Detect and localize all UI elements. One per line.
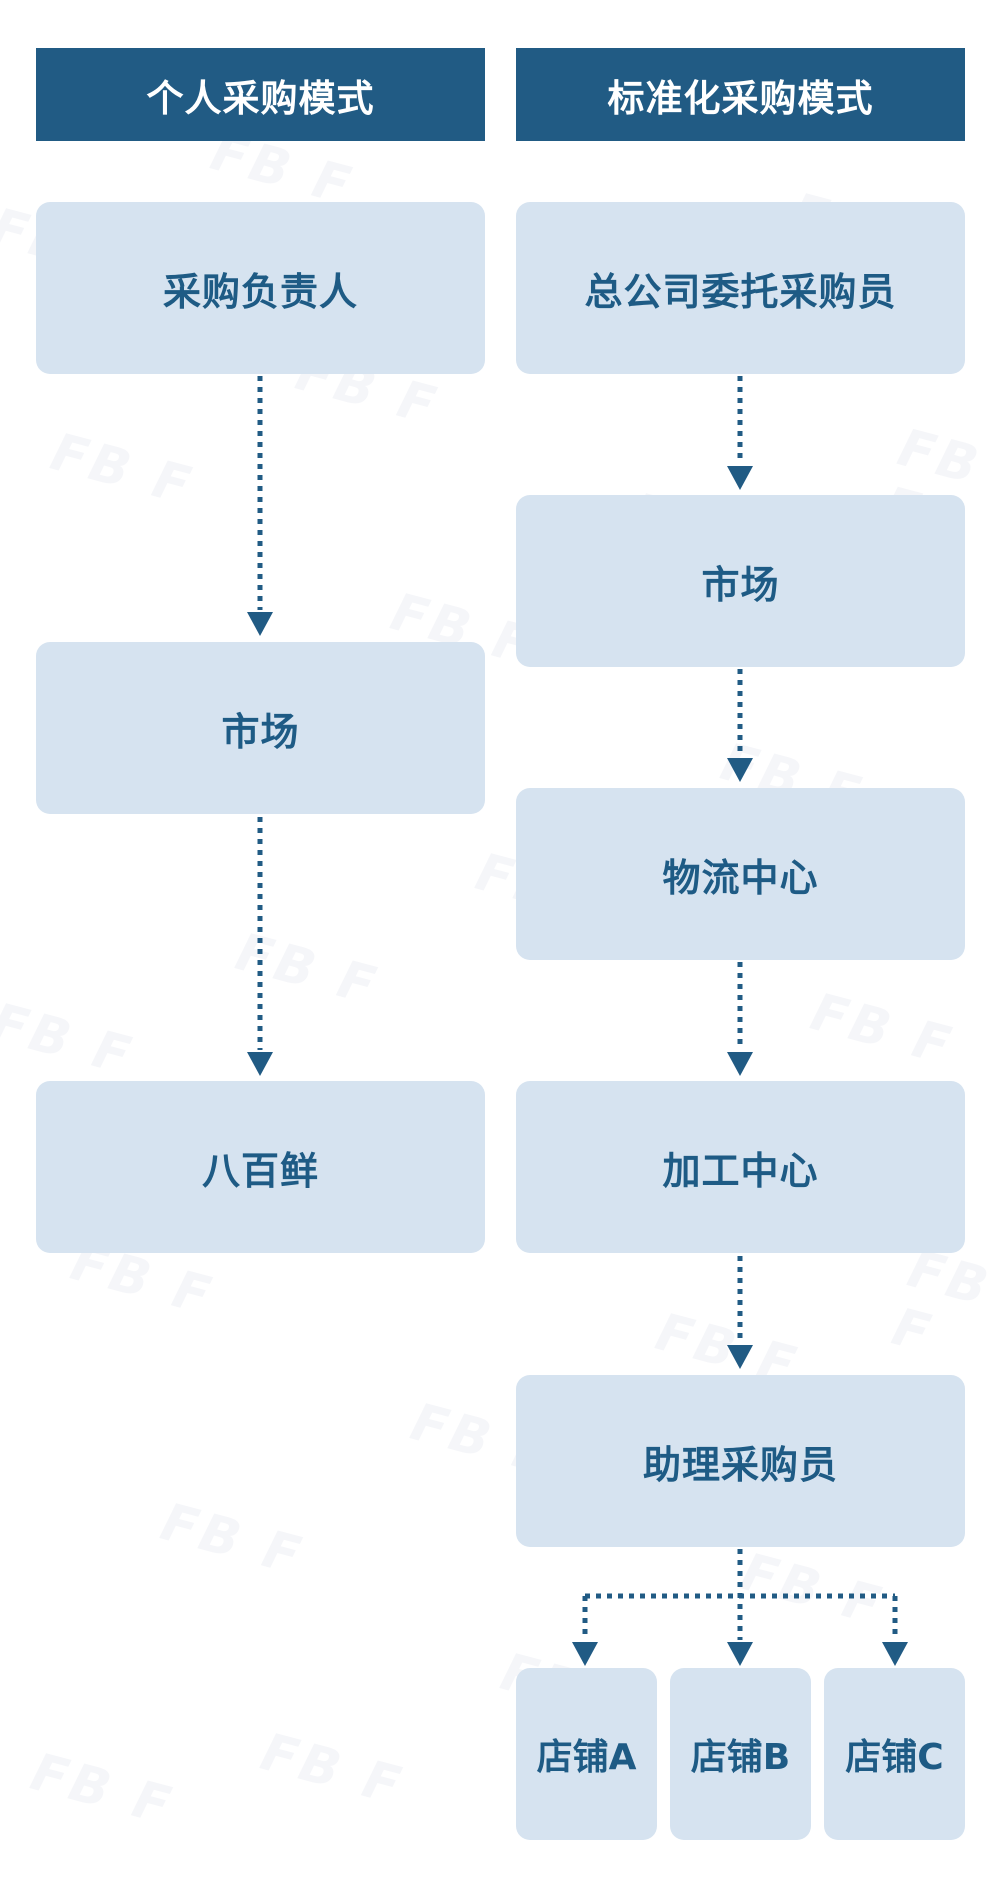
node-processing-center: 加工中心: [516, 1081, 965, 1253]
node-store-b: 店铺B: [670, 1668, 811, 1840]
right-column-title: 标准化采购模式: [516, 48, 965, 141]
node-store-a: 店铺A: [516, 1668, 657, 1840]
node-babaixian: 八百鲜: [36, 1081, 485, 1253]
left-column-title: 个人采购模式: [36, 48, 485, 141]
node-assistant-buyer: 助理采购员: [516, 1375, 965, 1547]
arrowhead: [727, 1345, 753, 1369]
node-store-c: 店铺C: [824, 1668, 965, 1840]
arrowhead: [572, 1642, 598, 1666]
arrowhead: [727, 1642, 753, 1666]
node-logistics-center: 物流中心: [516, 788, 965, 960]
node-market-left: 市场: [36, 642, 485, 814]
arrowhead: [247, 1052, 273, 1076]
arrowhead: [727, 758, 753, 782]
arrowhead: [727, 466, 753, 490]
node-purchasing-manager: 采购负责人: [36, 202, 485, 374]
node-market-right: 市场: [516, 495, 965, 667]
arrowhead: [247, 612, 273, 636]
arrowhead: [882, 1642, 908, 1666]
node-hq-buyer: 总公司委托采购员: [516, 202, 965, 374]
arrowhead: [727, 1052, 753, 1076]
